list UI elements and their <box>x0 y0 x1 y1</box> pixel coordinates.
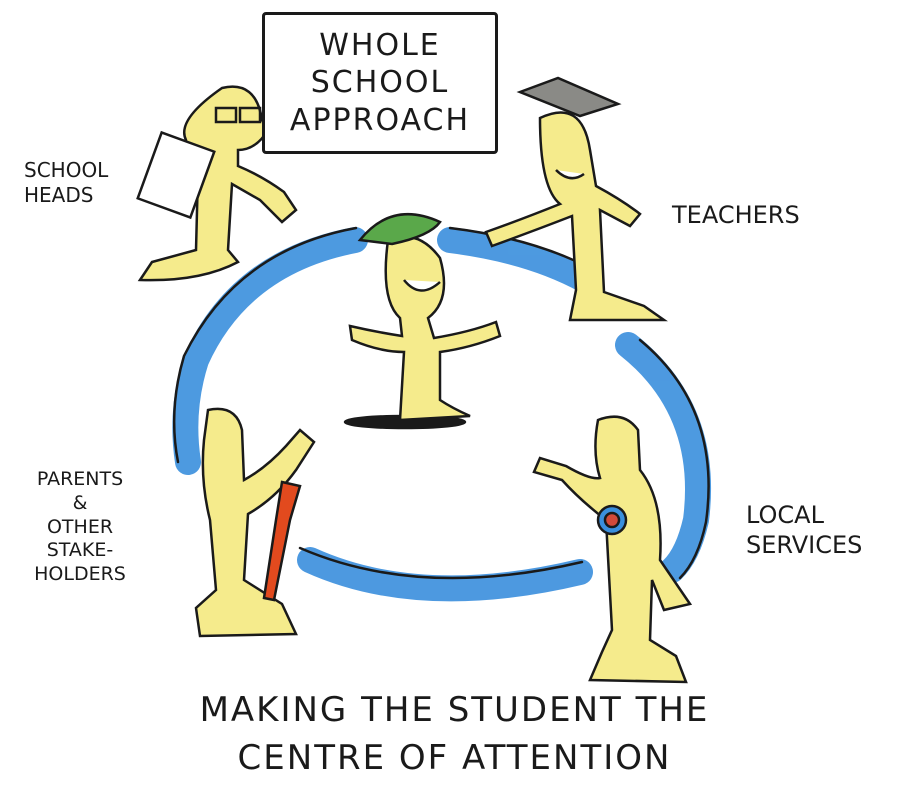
label-school-heads-line-2: HEADS <box>24 183 94 207</box>
parent-figure <box>194 407 316 638</box>
arc-top-right <box>437 227 598 293</box>
caption-line-1: MAKING THE STUDENT THE <box>199 690 710 730</box>
label-parents-line-5: HOLDERS <box>34 563 126 585</box>
label-teachers: TEACHERS <box>672 200 800 230</box>
label-parents-line-4: STAKE- <box>46 539 114 562</box>
student-figure <box>343 213 502 430</box>
title-line-3: APPROACH <box>289 102 471 138</box>
label-parents: PARENTS & OTHER STAKE- HOLDERS <box>10 468 150 587</box>
caption-line-2: CENTRE OF ATTENTION <box>237 738 672 778</box>
title-line-1: WHOLE <box>319 27 441 63</box>
arc-bottom <box>297 547 593 602</box>
arc-top-left <box>172 227 368 475</box>
label-parents-line-2: & <box>72 491 88 514</box>
label-school-heads: SCHOOL HEADS <box>24 158 108 208</box>
label-school-heads-line-1: SCHOOL <box>24 158 109 182</box>
title-line-2: SCHOOL <box>310 65 450 101</box>
blue-circle-arcs <box>172 227 712 602</box>
title-box: WHOLE SCHOOL APPROACH <box>262 12 498 154</box>
label-parents-line-3: OTHER <box>46 515 114 538</box>
local-services-figure <box>532 415 693 684</box>
label-local-services: LOCAL SERVICES <box>746 500 862 560</box>
label-local-services-line-2: SERVICES <box>746 531 863 559</box>
label-local-services-line-1: LOCAL <box>746 501 824 529</box>
arc-right <box>615 332 712 583</box>
label-parents-line-1: PARENTS <box>36 468 124 490</box>
label-teachers-text: TEACHERS <box>672 201 800 229</box>
teacher-figure <box>484 76 668 322</box>
